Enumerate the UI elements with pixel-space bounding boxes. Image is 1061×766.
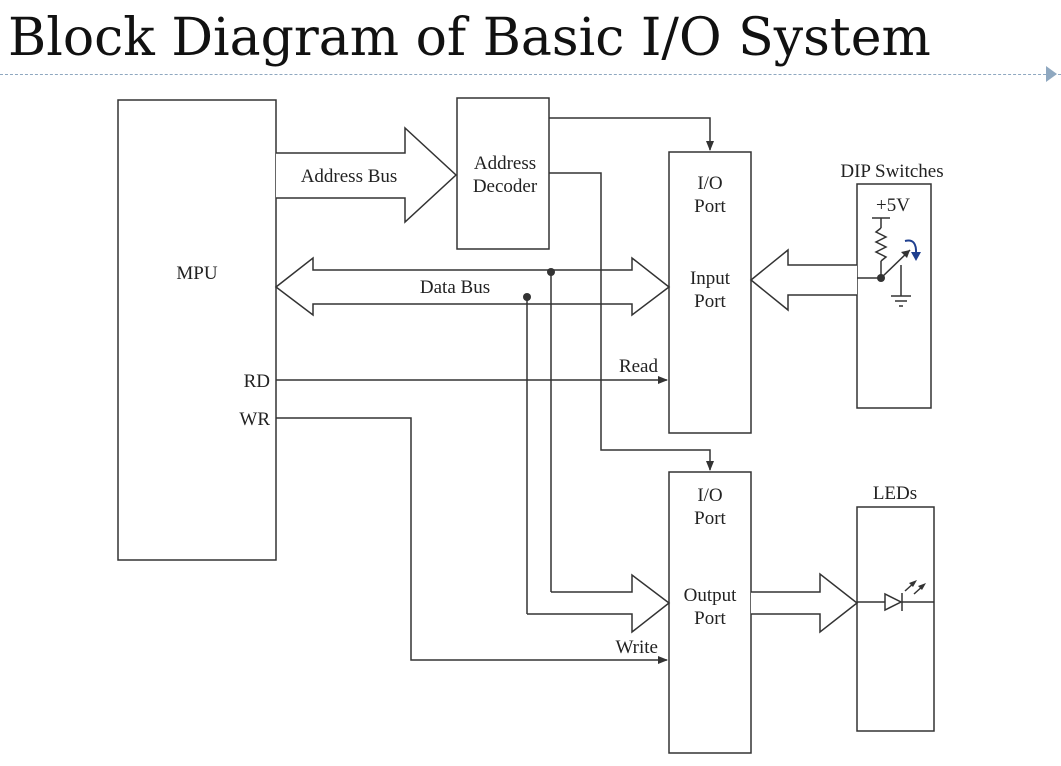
input-port-label-1: Input xyxy=(690,268,731,289)
address-decoder-block xyxy=(456,97,550,250)
input-port-label-2: Port xyxy=(694,291,726,312)
output-to-leds-arrow xyxy=(751,572,859,634)
decoder-select-output-line xyxy=(549,172,714,471)
address-decoder-label-1: Address xyxy=(474,153,536,174)
junction-dot-1 xyxy=(547,268,555,276)
leds-label: LEDs xyxy=(873,483,917,504)
slide-marker-icon xyxy=(1046,66,1057,82)
input-io-port-block xyxy=(668,151,752,434)
mpu-block xyxy=(117,99,277,561)
title-divider xyxy=(0,74,1061,75)
dip-switch-icon xyxy=(857,217,921,307)
data-bus-arrow xyxy=(274,256,671,317)
output-port-label-2: Port xyxy=(694,608,726,629)
read-label: Read xyxy=(619,356,659,377)
output-io-port-block xyxy=(668,471,752,754)
write-line xyxy=(276,417,668,664)
io-port-bottom-label-2: Port xyxy=(694,508,726,529)
leds-block xyxy=(856,506,935,732)
decoder-select-input-line xyxy=(549,117,714,151)
write-label: Write xyxy=(616,637,659,658)
address-bus-label: Address Bus xyxy=(301,166,398,187)
dip-switches-label: DIP Switches xyxy=(840,161,943,182)
dip-to-input-arrow xyxy=(749,248,857,312)
slide-title: Block Diagram of Basic I/O System xyxy=(8,8,931,68)
rd-label: RD xyxy=(244,371,270,392)
io-port-top-label-1: I/O xyxy=(697,173,722,194)
address-decoder-label-2: Decoder xyxy=(473,176,538,197)
plus-5v-label: +5V xyxy=(876,195,910,216)
junction-dot-2 xyxy=(523,293,531,301)
led-icon xyxy=(857,580,934,612)
wr-label: WR xyxy=(239,409,270,430)
io-port-bottom-label-1: I/O xyxy=(697,485,722,506)
data-to-output-arrow xyxy=(527,573,671,634)
io-port-top-label-2: Port xyxy=(694,196,726,217)
mpu-label: MPU xyxy=(176,263,217,284)
data-bus-label: Data Bus xyxy=(420,277,490,298)
output-port-label-1: Output xyxy=(684,585,738,606)
address-bus-arrow xyxy=(276,126,458,224)
